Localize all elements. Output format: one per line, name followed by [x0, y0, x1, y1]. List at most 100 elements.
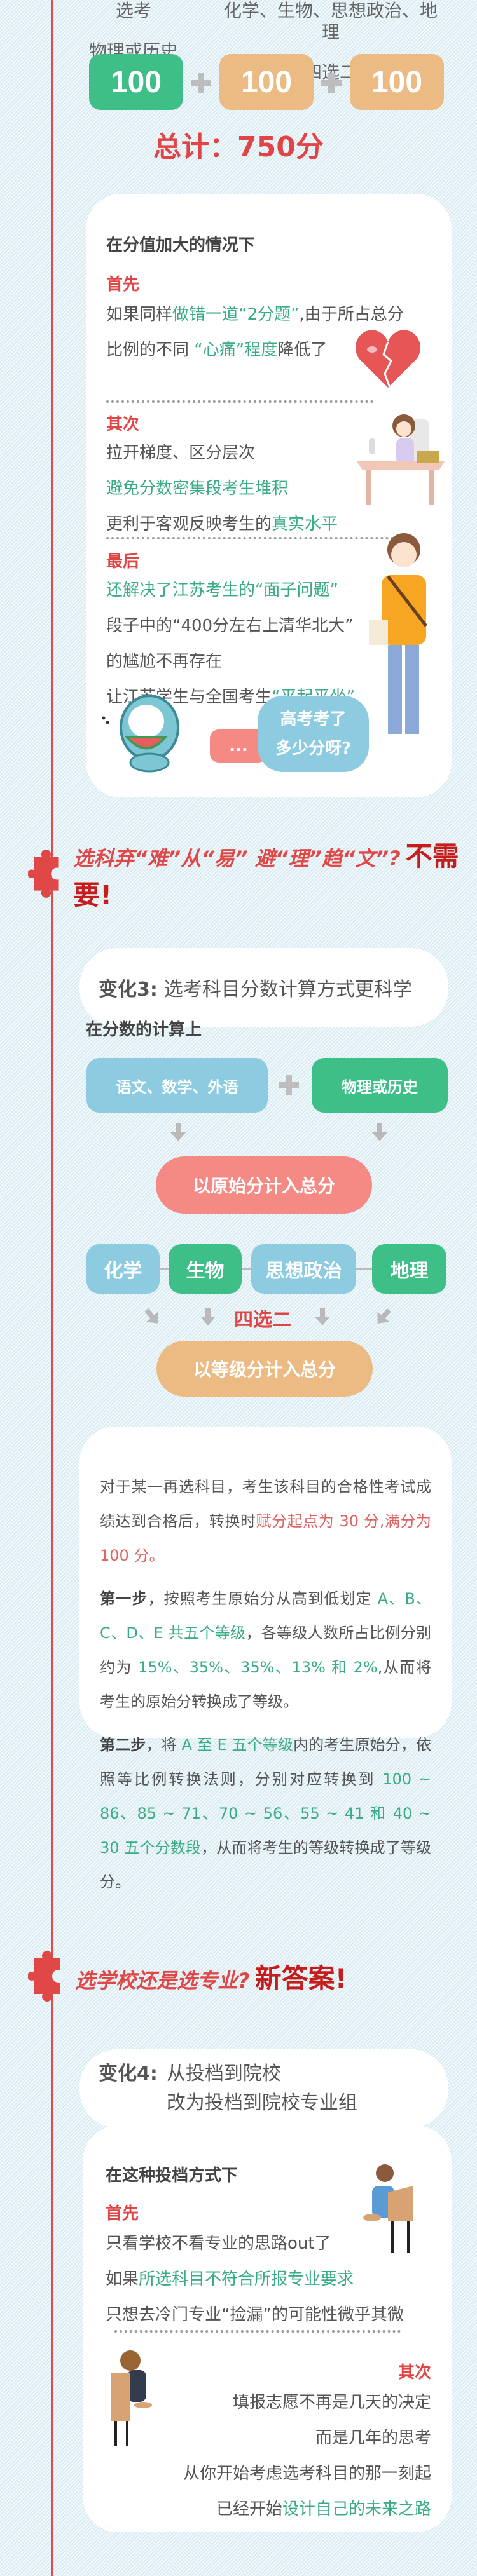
- title-text: 选学校还是选专业?: [75, 1968, 250, 1993]
- text: 而是几年的思考: [315, 2429, 431, 2448]
- text: ,由于所占总分: [299, 305, 404, 324]
- broken-heart-icon: [356, 330, 420, 388]
- first-paragraph: 如果同样做错一道“2分题”,由于所占总分 比例的不同 “心痛”程度降低了: [106, 297, 437, 368]
- section-title: 选学校还是选专业?新答案!: [75, 1957, 347, 1996]
- boy-standing-illustration: [369, 533, 427, 734]
- arrow-down-icon: [170, 1123, 186, 1142]
- card-title: 在这种投档方式下: [106, 2166, 238, 2185]
- highlight: 设计自己的未来之路: [282, 2500, 431, 2519]
- highlight: 真实水平: [272, 515, 338, 534]
- box-core-subjects: 语文、数学、外语: [86, 1058, 268, 1113]
- highlight: A、B、C、D、E 共五个等级: [100, 1590, 431, 1642]
- plus-icon: [321, 73, 342, 93]
- change-3-card: 变化3: 选考科目分数计算方式更科学: [80, 948, 448, 1027]
- card-grade-conversion: 对于某一再选科目，考生该科目的合格性考试成绩达到合格后，转换时赋分起点为 30 …: [80, 1427, 452, 1891]
- section-header-school-major: 选学校还是选专业?新答案!: [28, 1951, 347, 2002]
- text: 只想去冷门专业“捡漏”的可能性微乎其微: [106, 2305, 404, 2324]
- highlight: 赋分起点为 30 分,满分为 100 分。: [100, 1512, 431, 1564]
- paragraph-step1: 第一步，按照考生原始分从高到低划定 A、B、C、D、E 共五个等级，各等级人数所…: [100, 1582, 431, 1719]
- text: 对于某一再选科目，考生该科目的合格性考试成绩达到合格后，转换时: [100, 1478, 431, 1530]
- step-label: 第二步: [100, 1736, 146, 1754]
- highlight: 做错一道“2分题”: [172, 305, 300, 324]
- text: 的尴尬不再存在: [106, 652, 223, 671]
- text: ,从而将考生的原始分转换成了等级。: [100, 1658, 431, 1711]
- title-emphasis: 不需要!: [73, 841, 459, 911]
- text: ，从而将考生的等级转换成了等级分。: [100, 1839, 432, 1891]
- highlight: 100 ~ 86、85 ~ 71、70 ~ 56、55 ~ 41 和 40 ~ …: [100, 1770, 431, 1857]
- box-politics: 思想政治: [251, 1244, 356, 1294]
- highlight: 所选科目不符合所报专业要求: [139, 2270, 354, 2289]
- arrow-down-icon: [200, 1308, 216, 1327]
- step-label: 第一步: [100, 1590, 148, 1608]
- girl-writing-illustration: [111, 2350, 152, 2446]
- plus-icon: [279, 1075, 299, 1095]
- highlight: A 至 E 五个等级: [181, 1736, 293, 1754]
- paragraph-step2: 第二步，将 A 至 E 五个等级内的考生原始分，依照等比例转换法则，分别对应转换…: [100, 1728, 431, 1899]
- heading-last: 最后: [106, 552, 140, 571]
- heading-first: 首先: [106, 2204, 139, 2223]
- text: 更利于客观反映考生的: [106, 515, 272, 534]
- change-label: 变化3:: [99, 979, 158, 1001]
- highlight: “心痛”程度: [194, 341, 278, 360]
- change-text: 选考科目分数: [163, 979, 279, 1001]
- arrow-down-icon: [372, 1123, 387, 1142]
- arrow-diagonal-icon: [371, 1305, 395, 1329]
- change-highlight: 院校专业组: [261, 2092, 357, 2114]
- text: 如果: [106, 2270, 139, 2289]
- card-score-impact: 在分值加大的情况下 首先 如果同样做错一道“2分题”,由于所占总分 比例的不同 …: [86, 194, 452, 797]
- total-score: 总计：750分: [153, 131, 324, 163]
- change-text: 改为投档到: [166, 2092, 262, 2114]
- text: 拉开梯度、区分层次: [106, 444, 256, 463]
- text: 只看学校不看专业的思路out了: [106, 2234, 331, 2253]
- text: ，各等级人数所占比例分别约为: [100, 1624, 432, 1676]
- text: 填报志愿不再是几天的决定: [232, 2393, 431, 2412]
- mascot-eating-watermelon: [102, 695, 179, 773]
- label-col1: 选考 物理或历史: [83, 0, 184, 62]
- text: 比例的不同: [106, 341, 195, 360]
- text: ，将: [146, 1736, 182, 1754]
- card-title: 在分值加大的情况下: [106, 236, 256, 255]
- heading-first: 首先: [106, 275, 140, 294]
- plus-icon: [191, 73, 211, 93]
- change-label: 变化4:: [99, 2063, 158, 2085]
- text: 内的考生原始分，依照等比例转换法则，分别对应转换到: [100, 1736, 432, 1788]
- box-geography: 地理: [372, 1244, 446, 1294]
- text: 如果同样: [106, 305, 173, 324]
- highlight: 避免分数密集段考生堆积: [106, 479, 289, 498]
- second-paragraph: 填报志愿不再是几天的决定 而是几年的思考 从你开始考虑选考科目的那一刻起 已经开…: [139, 2385, 431, 2527]
- box-raw-score: 以原始分计入总分: [156, 1156, 372, 1214]
- dotted-divider: [114, 2330, 401, 2333]
- choose-two-label: 四选二: [234, 1309, 291, 1331]
- bubble-text: 高考考了: [280, 710, 347, 729]
- highlight: 15%、35%、35%、13% 和 2%: [138, 1658, 378, 1676]
- flow-heading: 在分数的计算上: [86, 1020, 202, 1040]
- arrow-diagonal-icon: [141, 1305, 165, 1329]
- box-biology: 生物: [169, 1244, 242, 1294]
- text: 从你开始考虑选考科目的那一刻起: [183, 2464, 431, 2483]
- label-col2: 化学、生物、思想政治、地理 四选二: [216, 0, 445, 83]
- change-text: 从投档到: [166, 2063, 243, 2085]
- paragraph-intro: 对于某一再选科目，考生该科目的合格性考试成绩达到合格后，转换时赋分起点为 30 …: [100, 1470, 431, 1573]
- title-text: 选科弃“难”从“易” 避“理”趋“文”?: [73, 846, 401, 871]
- label-elective: 选考: [115, 0, 151, 21]
- text: 段子中的“400分左右上清华北大”: [106, 616, 354, 635]
- puzzle-piece-icon: [28, 1951, 65, 2002]
- second-paragraph: 拉开梯度、区分层次 避免分数密集段考生堆积 更利于客观反映考生的真实水平: [106, 435, 373, 542]
- change-highlight: 计算方式更科学: [278, 979, 412, 1001]
- label-four-subjects: 化学、生物、思想政治、地理: [223, 0, 438, 43]
- highlight: 还解决了江苏考生的“面子问题”: [106, 581, 338, 600]
- heading-second: 其次: [106, 415, 140, 434]
- box-grade-score: 以等级分计入总分: [156, 1341, 373, 1397]
- bubble-text: 多少分呀?: [275, 739, 352, 758]
- timeline-line: [51, 0, 53, 2576]
- score-box-physics: 100: [89, 54, 183, 110]
- dotted-divider: [106, 537, 399, 539]
- box-physics-history: 物理或历史: [312, 1058, 448, 1113]
- change-4-text: 从投档到院校 改为投档到院校专业组: [167, 2061, 357, 2119]
- title-emphasis: 新答案!: [254, 1962, 347, 1994]
- arrow-down-icon: [315, 1308, 330, 1327]
- heading-second: 其次: [398, 2363, 431, 2382]
- score-box-elective-2: 100: [350, 54, 444, 110]
- dotted-divider: [106, 400, 373, 403]
